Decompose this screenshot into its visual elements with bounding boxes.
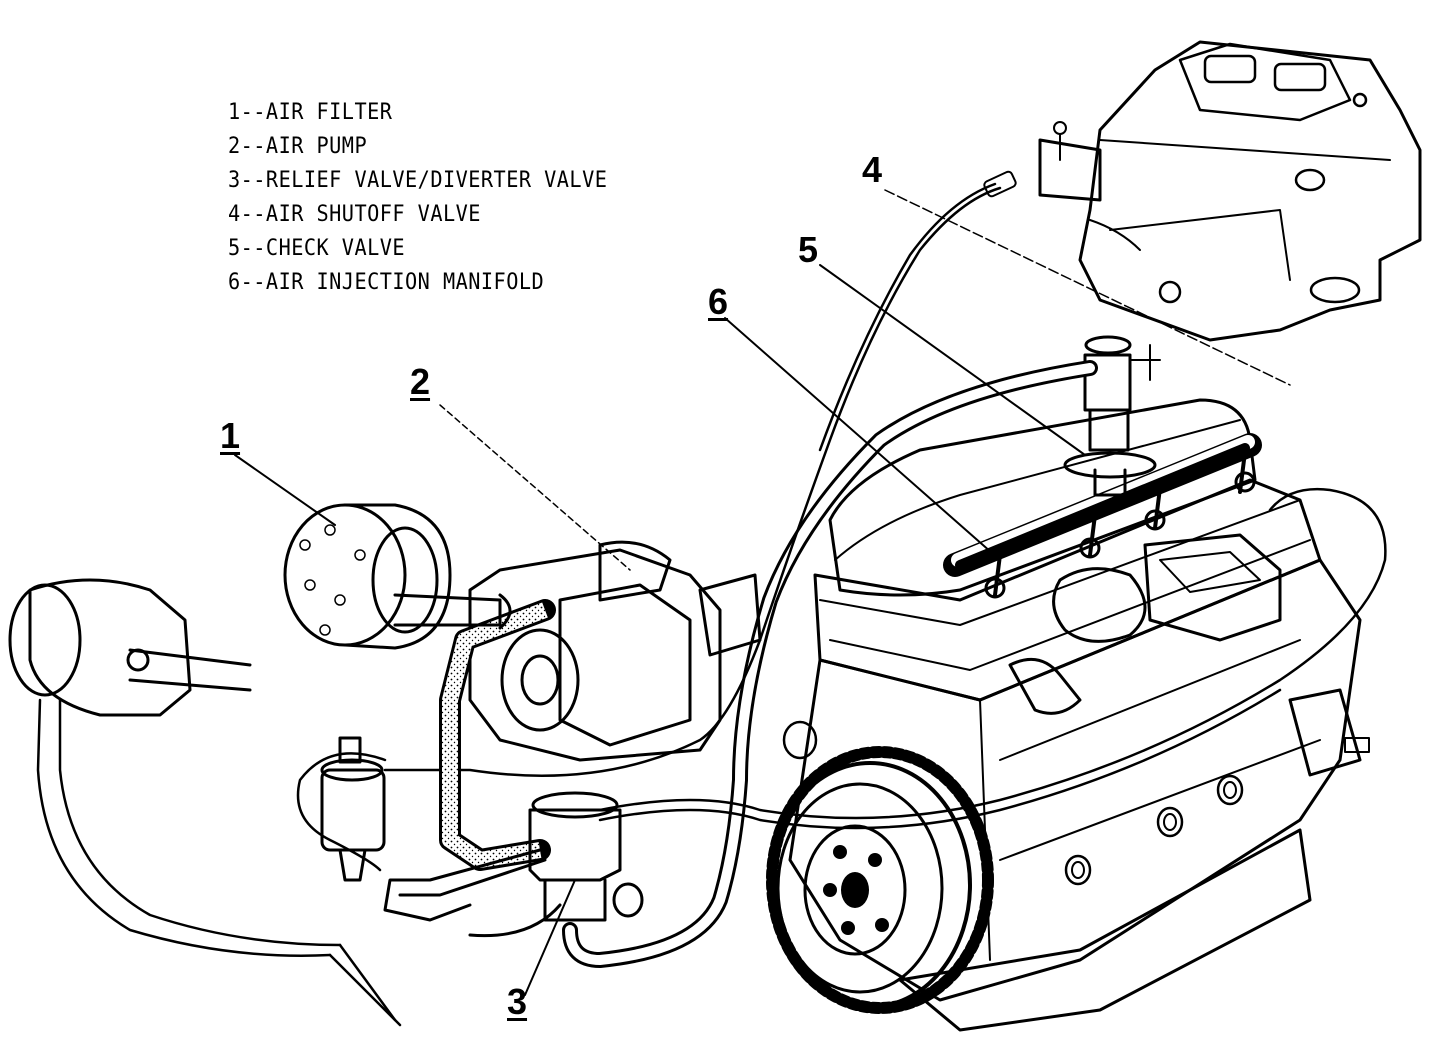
callout-4: 4 bbox=[862, 149, 883, 190]
callout-5: 5 bbox=[798, 229, 819, 270]
legend-item-air-injection-manifold: 6--AIR INJECTION MANIFOLD bbox=[228, 270, 545, 295]
legend-item-air-shutoff-valve: 4--AIR SHUTOFF VALVE bbox=[228, 202, 481, 227]
air-injection-manifold bbox=[943, 433, 1262, 599]
legend-item-air-pump: 2--AIR PUMP bbox=[228, 134, 368, 159]
callout-1: 1 bbox=[220, 415, 241, 456]
solenoid bbox=[8, 578, 402, 1027]
check-valve bbox=[562, 335, 1161, 968]
carburetor bbox=[1038, 40, 1422, 342]
control-lines bbox=[296, 170, 1387, 872]
legend-item-relief-valve: 3--RELIEF VALVE/DIVERTER VALVE bbox=[228, 168, 608, 193]
legend-item-air-filter: 1--AIR FILTER bbox=[228, 100, 393, 125]
engine-block bbox=[782, 398, 1370, 1032]
legend: 1--AIR FILTER 2--AIR PUMP 3--RELIEF VALV… bbox=[228, 96, 607, 300]
legend-item-check-valve: 5--CHECK VALVE bbox=[228, 236, 406, 261]
air-filter bbox=[283, 503, 512, 650]
vacuum-valve bbox=[320, 736, 386, 882]
callout-3: 3 bbox=[507, 981, 528, 1022]
relief-valve bbox=[383, 791, 644, 938]
callout-6: 6 bbox=[708, 281, 729, 322]
leader-lines bbox=[234, 189, 1291, 996]
callout-2: 2 bbox=[410, 361, 431, 402]
air-pump bbox=[439, 540, 762, 871]
crank-pulley bbox=[766, 746, 994, 1014]
